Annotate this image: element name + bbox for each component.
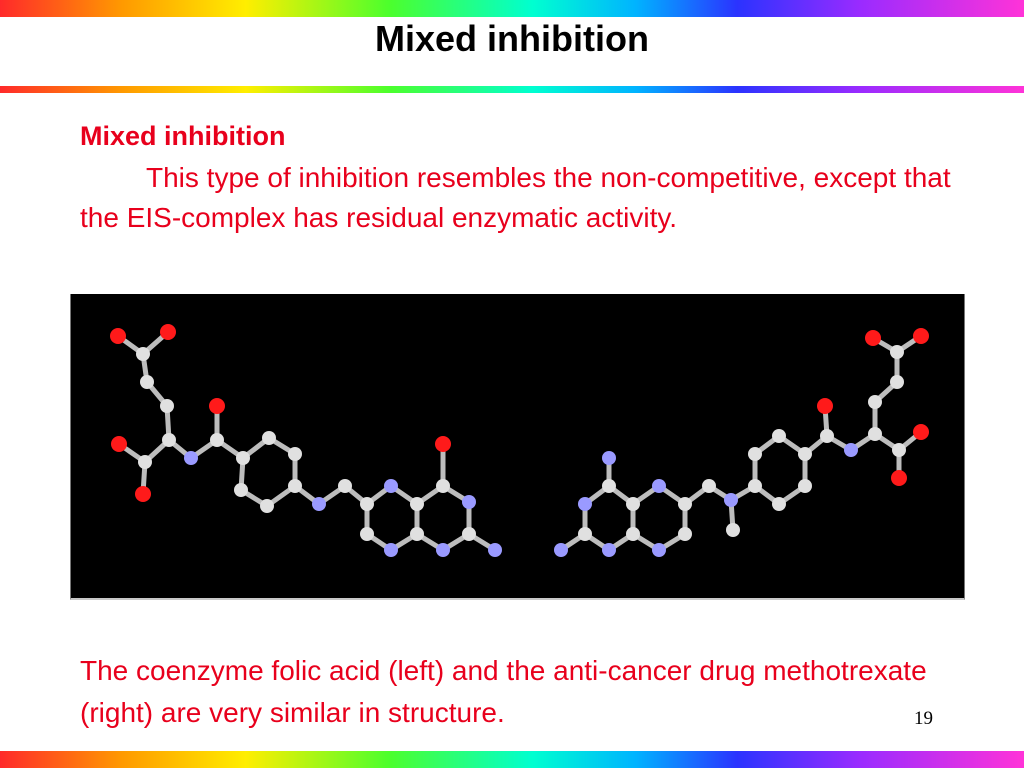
page-number: 19 [914, 708, 933, 729]
image-caption: The coenzyme folic acid (left) and the a… [80, 655, 927, 728]
molecule-structures [110, 324, 929, 557]
slide-title: Mixed inhibition [375, 18, 649, 59]
body-paragraph: This type of inhibition resembles the no… [80, 162, 951, 233]
bottom-rainbow-bar [0, 751, 1024, 768]
top-rainbow-bar [0, 0, 1024, 17]
section-heading: Mixed inhibition [80, 121, 286, 151]
molecule-image [70, 294, 965, 600]
title-divider-bar [0, 86, 1024, 93]
